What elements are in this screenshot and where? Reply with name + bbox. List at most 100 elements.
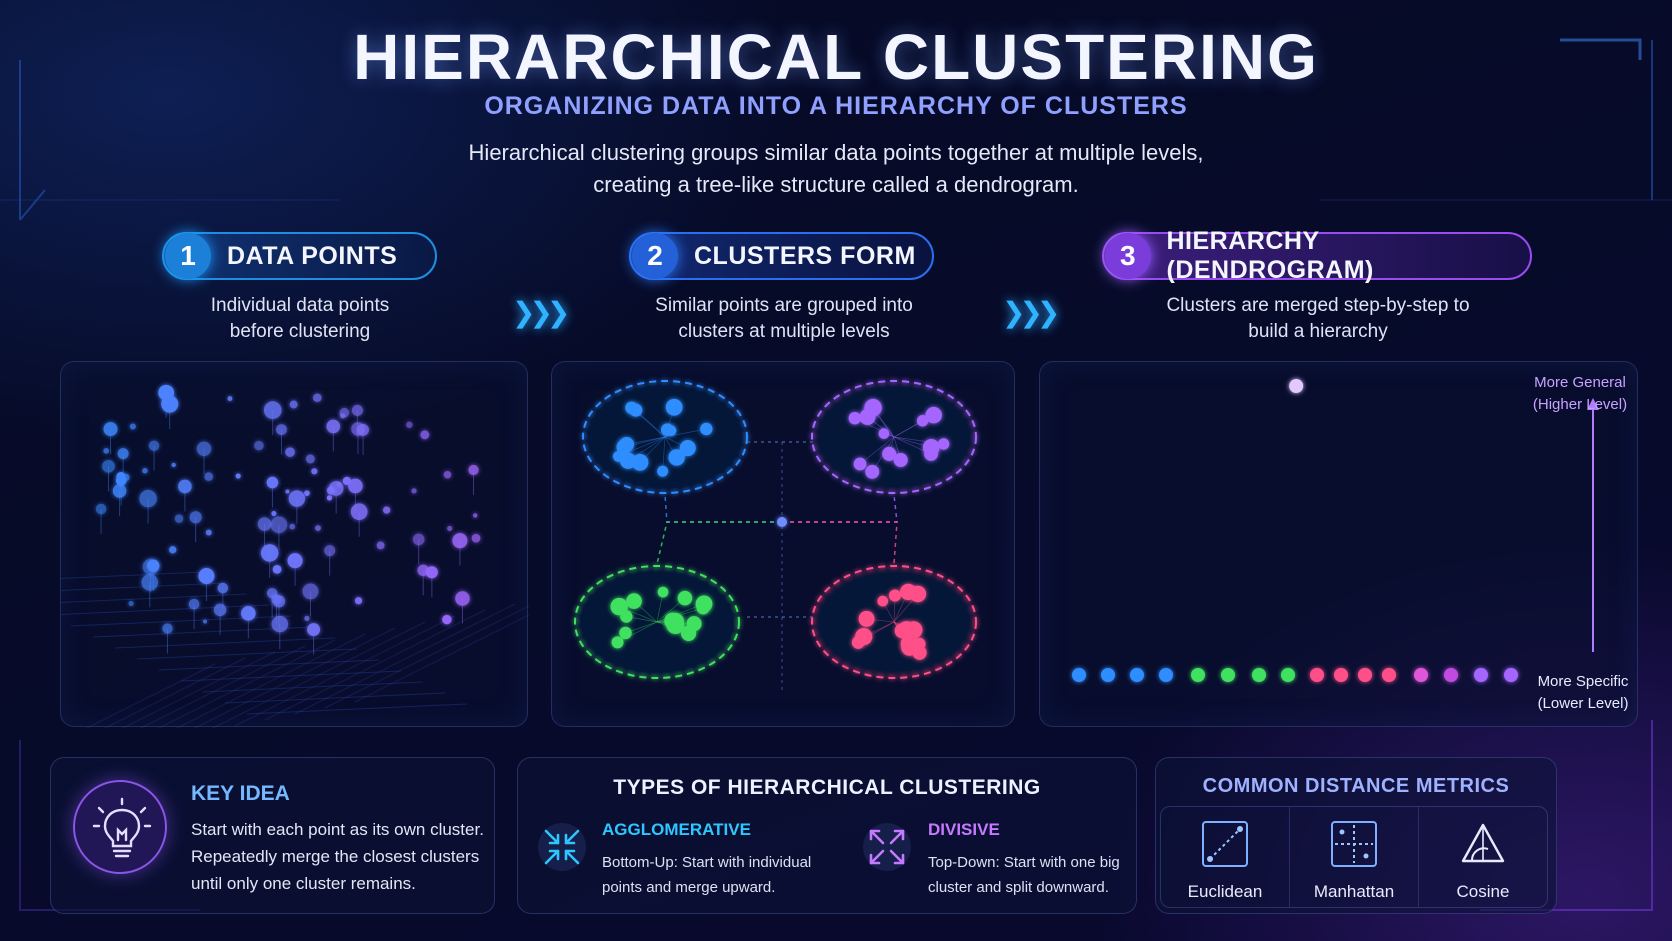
cluster-point (616, 439, 632, 455)
step-data-points: 1 DATA POINTS (162, 232, 437, 280)
cluster-point (677, 590, 693, 606)
arrow-up-icon (1587, 398, 1599, 410)
data-point (95, 503, 107, 515)
cluster-point (916, 415, 929, 427)
agglomerative-title: AGGLOMERATIVE (602, 820, 751, 839)
cluster-point (848, 411, 862, 425)
cluster-point (853, 457, 867, 471)
step-description: Clusters are merged step-by-step to buil… (1130, 293, 1506, 345)
data-point (257, 517, 272, 531)
lightbulb-icon (73, 780, 167, 874)
data-point (472, 513, 478, 518)
data-point (162, 623, 173, 634)
data-point (304, 490, 310, 497)
cluster-point (898, 621, 915, 637)
arrows-outward-icon (863, 823, 911, 871)
cluster-point (909, 585, 927, 603)
step-hierarchy: 3 HIERARCHY (DENDROGRAM) (1102, 227, 1532, 284)
data-point (307, 623, 321, 637)
grid-line (264, 609, 486, 721)
data-point (285, 447, 295, 457)
type-desc-line: cluster and split downward. (928, 879, 1109, 896)
type-desc-line: Bottom-Up: Start with individual (602, 854, 812, 871)
grid-line (324, 605, 529, 709)
dendrogram-leaf (1504, 668, 1518, 682)
key-idea-text: Start with each point as its own cluster… (191, 816, 484, 897)
types-title: TYPES OF HIERARCHICAL CLUSTERING (613, 776, 1041, 799)
data-point (311, 468, 318, 475)
data-point (271, 615, 288, 633)
level-label-line: More Specific (1537, 673, 1629, 690)
grid-line (157, 639, 336, 728)
grid-line (114, 637, 336, 649)
cluster-point (620, 610, 633, 623)
data-point (452, 533, 468, 549)
data-point (315, 525, 321, 531)
cluster-point (686, 616, 702, 632)
data-point (289, 400, 298, 409)
data-point (350, 503, 368, 521)
key-idea-title: KEY IDEA (191, 782, 290, 805)
cluster-point (925, 406, 942, 424)
dendrogram-root (1289, 379, 1304, 393)
grid-line (175, 633, 366, 728)
dendrogram-leaf (1414, 668, 1428, 682)
data-point (411, 488, 417, 494)
data-point (174, 514, 184, 523)
data-point (471, 533, 481, 543)
data-point (447, 525, 453, 532)
cluster-point (665, 425, 677, 436)
cluster-edge (656, 607, 704, 623)
cluster-edge (662, 436, 666, 472)
data-point (202, 619, 208, 624)
cluster-point (696, 601, 710, 615)
data-point (304, 615, 310, 621)
data-point (412, 533, 425, 546)
dendrogram-leaf (1358, 668, 1372, 682)
data-point (276, 424, 287, 435)
data-point (289, 523, 296, 530)
metric-cosine: Cosine (1419, 807, 1547, 907)
dendrogram-leaf (1072, 668, 1086, 682)
step-desc-line: build a hierarchy (1248, 321, 1388, 342)
cluster-edge (858, 621, 895, 643)
distance-metrics-card: COMMON DISTANCE METRICS Euclidean Manhat… (1155, 757, 1557, 914)
dendrogram-leaf (1252, 668, 1266, 682)
cluster-point (619, 626, 632, 640)
cluster-boundary (574, 565, 740, 679)
cluster-point (626, 593, 642, 609)
data-points-panel (60, 361, 529, 728)
type-desc-line: points and merge upward. (602, 879, 776, 896)
grid-line (61, 582, 226, 591)
cluster-link (782, 521, 898, 565)
grid-line (354, 614, 529, 703)
grid-line (121, 651, 276, 728)
level-label-line: (Lower Level) (1537, 695, 1629, 712)
cluster-point (629, 403, 643, 417)
step-number: 2 (632, 233, 678, 279)
data-point (266, 476, 279, 489)
data-point (227, 396, 233, 402)
data-point (348, 478, 363, 494)
cluster-point (620, 452, 637, 469)
data-point (128, 600, 134, 607)
grid-line (103, 657, 246, 728)
data-point (342, 476, 351, 486)
data-point (189, 511, 202, 524)
data-point (468, 464, 479, 476)
dendrogram-panel (1039, 361, 1638, 727)
dendrogram-leaf (1310, 668, 1324, 682)
cluster-point (865, 401, 880, 416)
step-label: DATA POINTS (227, 241, 398, 270)
data-point (235, 473, 241, 479)
data-point (305, 454, 315, 464)
dendrogram-leaf (1281, 668, 1295, 682)
data-point (117, 448, 129, 460)
cluster-link (664, 494, 782, 523)
cluster-point (700, 422, 713, 436)
data-point (141, 574, 159, 591)
grid-line (180, 670, 402, 682)
grid-line (85, 663, 216, 728)
data-point (241, 606, 256, 621)
data-point (103, 448, 110, 454)
